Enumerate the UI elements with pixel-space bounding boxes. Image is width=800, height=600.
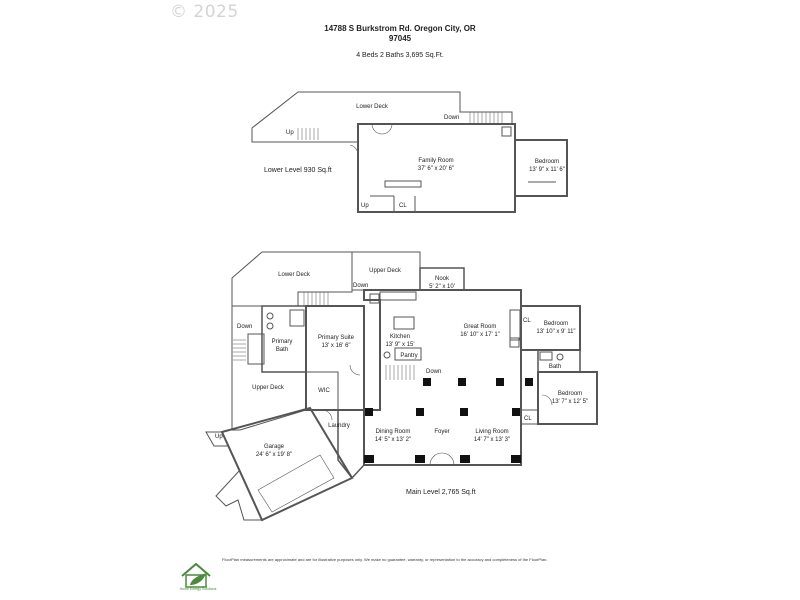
kitchen-name: Kitchen bbox=[390, 334, 410, 340]
family-room-dims: 37' 6" x 20' 6" bbox=[418, 166, 454, 172]
bedroom-bottom-outline bbox=[537, 371, 598, 425]
disclaimer: FloorPlan measurements are approximate a… bbox=[222, 557, 548, 562]
upper-deck-left-label: Upper Deck bbox=[252, 385, 285, 391]
house-leaf-logo-icon bbox=[181, 562, 211, 588]
lower-bedroom-dims: 13' 9" x 11' 6" bbox=[529, 167, 565, 173]
lower-closet-mark: CL bbox=[399, 203, 407, 209]
up-garage-mark: Up bbox=[215, 434, 223, 440]
lower-deck-label: Lower Deck bbox=[356, 104, 389, 110]
lower-bedroom-outline bbox=[514, 139, 568, 197]
logo-text: Home Energy Solutions bbox=[179, 587, 217, 591]
living-room-dims: 14' 7" x 13' 3" bbox=[474, 437, 510, 443]
bath-label: Bath bbox=[549, 364, 561, 370]
pantry-label: Pantry bbox=[400, 353, 417, 359]
main-lower-deck-outline bbox=[231, 251, 353, 307]
main-lower-deck-label: Lower Deck bbox=[278, 272, 311, 278]
kitchen-dims: 13' 9" x 15' bbox=[385, 342, 414, 348]
primary-suite-dims: 13' x 16' 6" bbox=[321, 343, 350, 349]
bedroom-bottom-name: Bedroom bbox=[558, 391, 582, 397]
down-deck-mark: Down bbox=[353, 283, 368, 289]
address-line-1: 14788 S Burkstrom Rd. Oregon City, OR bbox=[324, 24, 476, 33]
great-room-name: Great Room bbox=[464, 324, 497, 330]
dining-room-dims: 14' 5" x 13' 2" bbox=[375, 437, 411, 443]
nook-dims: 5' 2" x 10' bbox=[429, 284, 455, 290]
dining-room-name: Dining Room bbox=[376, 429, 411, 435]
lower-level-plan bbox=[251, 91, 568, 213]
header: 14788 S Burkstrom Rd. Oregon City, OR 97… bbox=[0, 24, 800, 59]
watermark: © 2025 bbox=[170, 2, 239, 22]
lower-deck-outline bbox=[251, 91, 513, 143]
lower-up-inside-mark: Up bbox=[361, 203, 369, 209]
laundry-label: Laundry bbox=[328, 423, 350, 429]
bedroom-top-outline bbox=[520, 305, 581, 351]
family-room-name: Family Room bbox=[418, 158, 453, 164]
main-level-label: Main Level 2,765 Sq.ft bbox=[406, 489, 476, 496]
primary-bath-line2: Bath bbox=[276, 347, 288, 353]
lower-up-mark: Up bbox=[286, 130, 294, 136]
main-level-plan bbox=[205, 251, 598, 522]
bedroom-bottom-dims: 13' 7" x 12' 5" bbox=[552, 399, 588, 405]
down-stairs-mark: Down bbox=[426, 369, 441, 375]
garage-name: Garage bbox=[264, 444, 285, 450]
property-summary: 4 Beds 2 Baths 3,695 Sq.Ft. bbox=[356, 52, 444, 59]
cl-top-mark: CL bbox=[523, 318, 531, 324]
living-room-name: Living Room bbox=[475, 429, 508, 435]
lower-down-mark: Down bbox=[444, 115, 459, 121]
cl-bottom-mark: CL bbox=[524, 416, 532, 422]
bedroom-top-name: Bedroom bbox=[544, 321, 568, 327]
upper-deck-top-label: Upper Deck bbox=[369, 268, 402, 274]
down-left-mark: Down bbox=[237, 324, 252, 330]
garage-dims: 24' 6" x 19' 8" bbox=[256, 452, 292, 458]
bedroom-top-dims: 13' 10" x 9' 11" bbox=[536, 329, 575, 335]
address-line-2: 97045 bbox=[388, 34, 412, 43]
great-room-dims: 16' 10" x 17' 1" bbox=[460, 332, 500, 338]
lower-bedroom-name: Bedroom bbox=[535, 159, 559, 165]
laundry-outline bbox=[337, 409, 365, 480]
primary-suite-name: Primary Suite bbox=[318, 335, 355, 341]
upper-deck-left-outline bbox=[231, 305, 307, 431]
garage-outline bbox=[220, 406, 354, 522]
wic-label: WIC bbox=[318, 388, 330, 394]
lower-level-label: Lower Level 930 Sq.ft bbox=[264, 167, 332, 174]
columns bbox=[364, 378, 533, 463]
nook-name: Nook bbox=[435, 276, 450, 282]
primary-suite-outline bbox=[305, 305, 365, 411]
foyer-label: Foyer bbox=[434, 429, 449, 435]
primary-bath-line1: Primary bbox=[272, 339, 293, 345]
